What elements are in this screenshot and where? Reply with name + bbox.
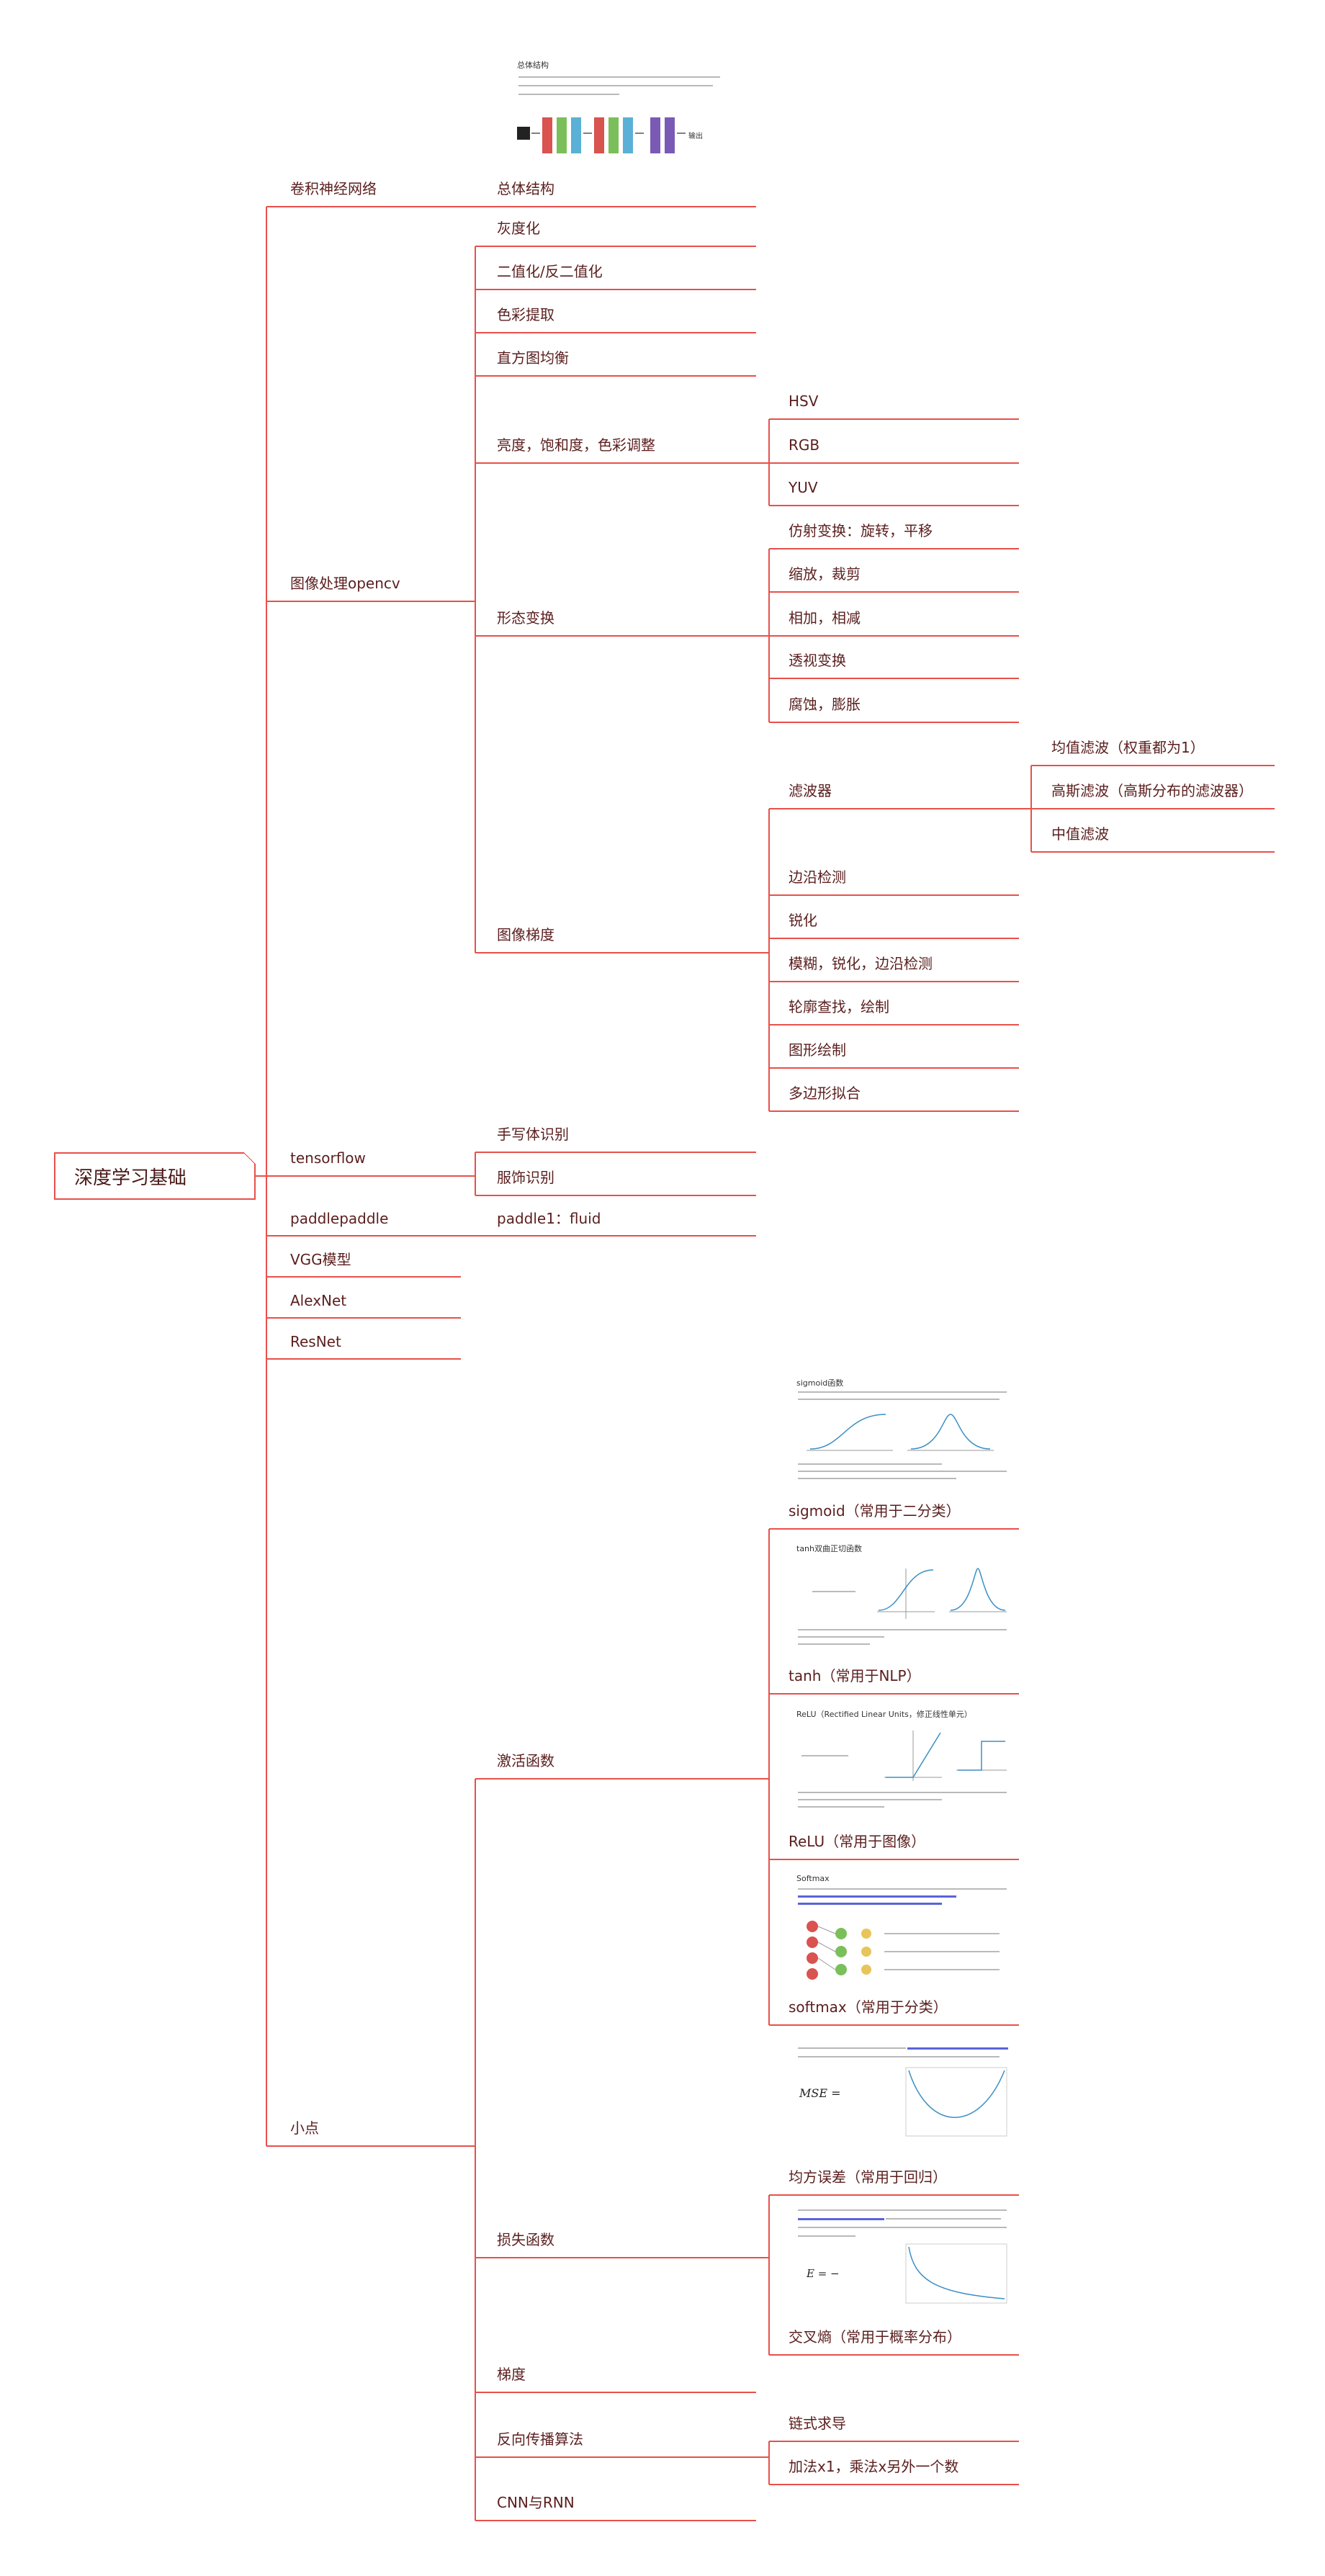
- relu-image: ReLU（Rectified Linear Units，修正线性单元）: [792, 1707, 1015, 1822]
- mse-formula: MSE =: [799, 2086, 841, 2100]
- node-relu[interactable]: ReLU（常用于图像）: [789, 1833, 926, 1850]
- ce-curve-plot: [905, 2243, 1007, 2304]
- node-cnn-overall[interactable]: 总体结构: [497, 180, 554, 197]
- node-gray[interactable]: 灰度化: [497, 220, 540, 237]
- node-rgb[interactable]: RGB: [789, 436, 820, 454]
- fold-corner-icon: [244, 1152, 256, 1164]
- node-color-extract[interactable]: 色彩提取: [497, 306, 554, 323]
- root-label: 深度学习基础: [74, 1167, 187, 1189]
- node-median-filter[interactable]: 中值滤波: [1051, 825, 1109, 843]
- node-alexnet[interactable]: AlexNet: [290, 1292, 347, 1309]
- node-edge[interactable]: 边沿检测: [789, 869, 846, 886]
- cnn-output-label: 输出: [688, 133, 703, 140]
- node-yuv[interactable]: YUV: [789, 479, 818, 496]
- cnn-structure-image: 总体结构 输出: [513, 58, 729, 166]
- node-morph[interactable]: 形态变换: [497, 609, 554, 627]
- node-gradient[interactable]: 图像梯度: [497, 926, 554, 943]
- node-blur-sharpen-edge[interactable]: 模糊，锐化，边沿检测: [789, 955, 933, 972]
- node-fluid[interactable]: paddle1：fluid: [497, 1210, 601, 1227]
- node-paddlepaddle[interactable]: paddlepaddle: [290, 1210, 389, 1227]
- node-backprop[interactable]: 反向传播算法: [497, 2431, 583, 2448]
- node-cross-entropy[interactable]: 交叉熵（常用于概率分布）: [789, 2328, 961, 2346]
- node-resnet[interactable]: ResNet: [290, 1333, 341, 1350]
- cross-entropy-image: E = −: [792, 2204, 1015, 2319]
- sigmoid-thumb-title: sigmoid函数: [796, 1378, 844, 1388]
- node-tensorflow[interactable]: tensorflow: [290, 1149, 366, 1167]
- node-cnn-rnn[interactable]: CNN与RNN: [497, 2494, 575, 2511]
- root-node[interactable]: 深度学习基础: [54, 1152, 256, 1200]
- relu-thumb-title: ReLU（Rectified Linear Units，修正线性单元）: [796, 1710, 972, 1719]
- node-cnn[interactable]: 卷积神经网络: [290, 180, 377, 197]
- node-erode-dilate[interactable]: 腐蚀，膨胀: [789, 696, 861, 713]
- tanh-plots: [812, 1568, 1007, 1619]
- ce-formula: E = −: [807, 2267, 840, 2280]
- node-hist[interactable]: 直方图均衡: [497, 349, 569, 367]
- relu-plots: [801, 1731, 1007, 1781]
- node-mse[interactable]: 均方误差（常用于回归）: [789, 2168, 947, 2186]
- node-perspective[interactable]: 透视变换: [789, 652, 846, 669]
- node-chain-rule[interactable]: 链式求导: [789, 2415, 846, 2432]
- node-mean-filter[interactable]: 均值滤波（权重都为1）: [1051, 739, 1205, 756]
- node-polyfit[interactable]: 多边形拟合: [789, 1085, 861, 1102]
- node-loss[interactable]: 损失函数: [497, 2231, 554, 2248]
- sigmoid-plots: [807, 1414, 994, 1451]
- cnn-thumb-title: 总体结构: [517, 60, 549, 70]
- node-add-sub[interactable]: 相加，相减: [789, 609, 861, 627]
- sigmoid-image: sigmoid函数: [792, 1375, 1015, 1491]
- tanh-thumb-title: tanh双曲正切函数: [796, 1544, 862, 1553]
- node-add-mul[interactable]: 加法x1，乘法x另外一个数: [789, 2458, 959, 2475]
- softmax-image: Softmax: [792, 1872, 1015, 1991]
- mse-image: MSE =: [792, 2042, 1015, 2157]
- softmax-network-diagram: [807, 1921, 1000, 1980]
- node-contour[interactable]: 轮廓查找，绘制: [789, 998, 889, 1015]
- tanh-image: tanh双曲正切函数: [792, 1541, 1015, 1656]
- node-handwriting[interactable]: 手写体识别: [497, 1126, 569, 1143]
- node-sharpen[interactable]: 锐化: [789, 912, 817, 929]
- node-clothing[interactable]: 服饰识别: [497, 1169, 554, 1186]
- mse-curve-plot: [905, 2067, 1007, 2137]
- node-opencv[interactable]: 图像处理opencv: [290, 575, 400, 592]
- node-vgg[interactable]: VGG模型: [290, 1251, 351, 1268]
- node-tanh[interactable]: tanh（常用于NLP）: [789, 1667, 921, 1684]
- node-affine[interactable]: 仿射变换：旋转，平移: [789, 522, 933, 539]
- node-gaussian-filter[interactable]: 高斯滤波（高斯分布的滤波器）: [1051, 782, 1253, 799]
- node-gradient-tips[interactable]: 梯度: [497, 2366, 526, 2383]
- node-activation[interactable]: 激活函数: [497, 1752, 554, 1769]
- node-adjust[interactable]: 亮度，饱和度，色彩调整: [497, 436, 655, 454]
- softmax-thumb-title: Softmax: [796, 1874, 830, 1883]
- node-tips[interactable]: 小点: [290, 2119, 319, 2137]
- node-binary[interactable]: 二值化/反二值化: [497, 263, 603, 280]
- cnn-layers-diagram: [517, 117, 686, 153]
- node-scale-crop[interactable]: 缩放，裁剪: [789, 565, 861, 583]
- node-sigmoid[interactable]: sigmoid（常用于二分类）: [789, 1502, 961, 1520]
- node-hsv[interactable]: HSV: [789, 392, 819, 410]
- node-filter[interactable]: 滤波器: [789, 782, 832, 799]
- node-softmax[interactable]: softmax（常用于分类）: [789, 1998, 948, 2016]
- node-draw[interactable]: 图形绘制: [789, 1041, 846, 1059]
